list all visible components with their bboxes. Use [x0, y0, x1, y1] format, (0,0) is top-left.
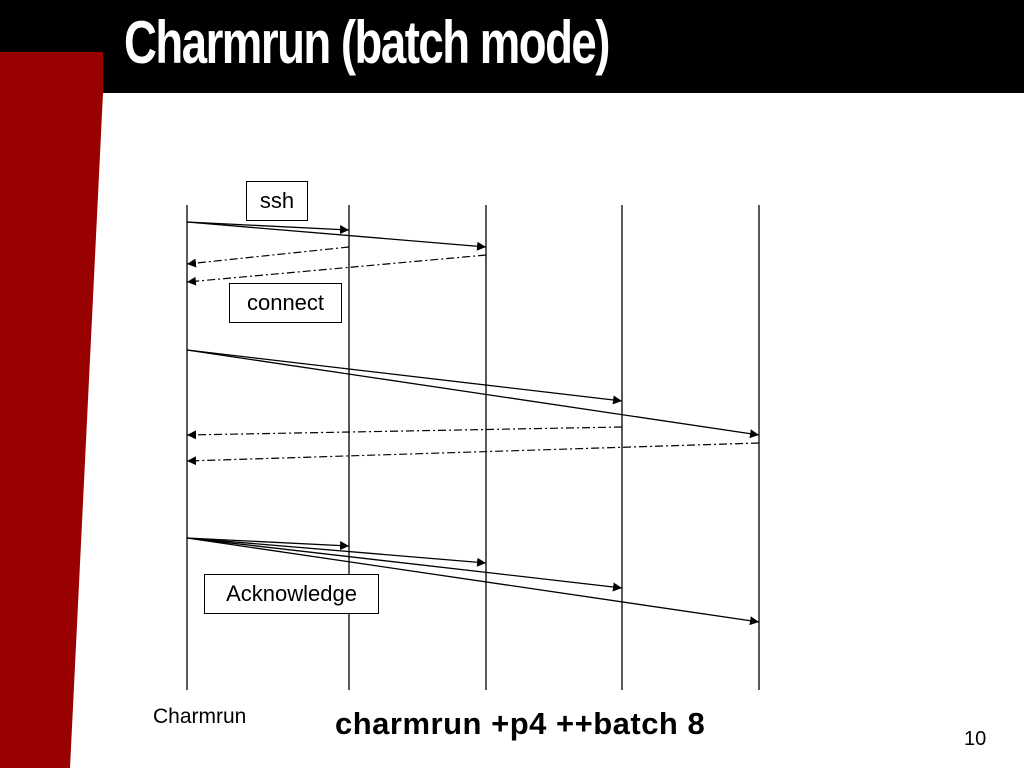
ack-arrow-node-1: [186, 537, 350, 551]
ack-arrow-node-4: [186, 537, 760, 626]
ack-arrow-node-2: [186, 537, 487, 567]
title-bar: [0, 0, 1024, 93]
connect-return-node-3: [186, 426, 623, 440]
slide-number: 10: [964, 728, 987, 750]
connect-return-node-2: [186, 254, 487, 286]
ack-arrow-node-3: [186, 537, 623, 592]
red-side-accent: [0, 52, 103, 768]
ssh-arrow-node-1: [186, 221, 350, 235]
ssh-label-box: ssh: [246, 181, 308, 221]
ssh-arrow-node-4: [186, 349, 760, 439]
connect-label-box: connect: [229, 283, 342, 323]
connect-return-node-4: [186, 442, 760, 466]
connect-return-node-1: [186, 246, 350, 268]
command-text: charmrun +p4 ++batch 8: [335, 706, 706, 741]
ssh-arrow-node-2: [186, 221, 487, 251]
acknowledge-label-box: Acknowledge: [204, 574, 379, 614]
ssh-arrow-node-3: [186, 349, 623, 405]
charmrun-actor-label: Charmrun: [153, 705, 247, 728]
slide-title: Charmrun (batch mode): [124, 9, 610, 76]
